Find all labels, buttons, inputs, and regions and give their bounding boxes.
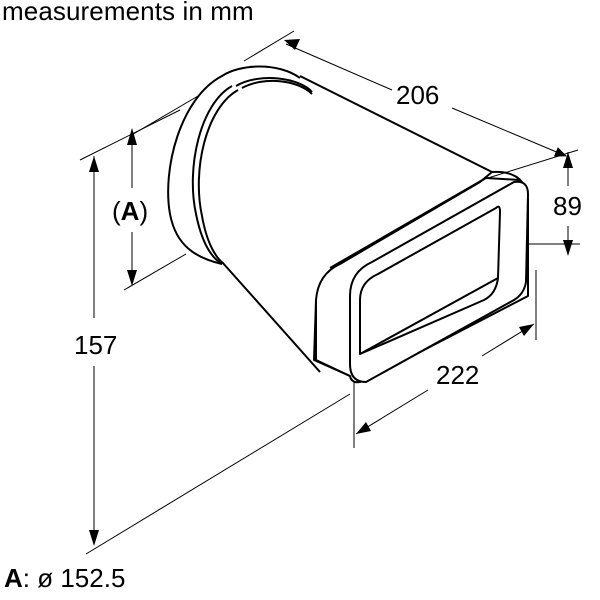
dimension-lines — [79, 30, 580, 555]
rectangular-outlet — [313, 170, 529, 384]
legend-separator: : — [22, 563, 31, 593]
legend-key: A — [4, 563, 23, 593]
legend-text: ø 152.5 — [30, 563, 126, 593]
dim-label-length: 206 — [396, 80, 439, 110]
dim-label-total-height: 157 — [74, 330, 117, 360]
legend-note: A: ø 152.5 — [4, 561, 125, 595]
dim-label-diameter: (A) — [112, 196, 148, 226]
dim-label-height-rect: 89 — [553, 191, 582, 221]
dim-label-width-rect: 222 — [436, 360, 479, 390]
round-collar — [167, 65, 313, 265]
duct-adapter-body — [214, 75, 493, 373]
drawing-title: measurements in mm — [2, 0, 254, 26]
